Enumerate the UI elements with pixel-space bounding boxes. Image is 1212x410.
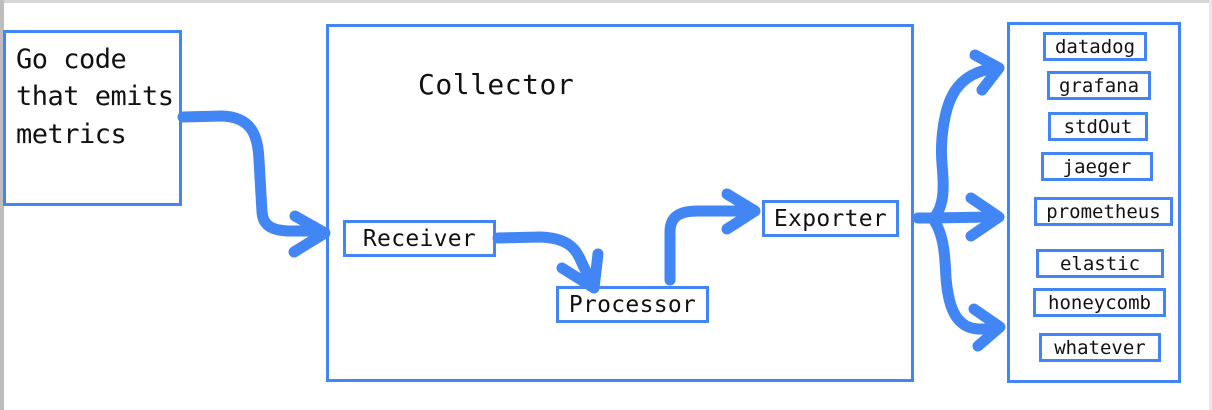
backend-box[interactable]: whatever	[1039, 333, 1161, 362]
arrow-source-to-receiver-head	[288, 210, 331, 258]
backend-label: honeycomb	[1048, 291, 1151, 314]
backend-label: elastic	[1059, 252, 1141, 275]
arrow-fanout-mid-head	[965, 192, 1005, 242]
source-line-3: metrics	[16, 118, 127, 150]
go-code-source-box: Go code that emits metrics	[3, 30, 182, 206]
backend-label: grafana	[1058, 74, 1140, 97]
arrow-source-to-receiver	[177, 110, 324, 237]
backend-box[interactable]: stdOut	[1048, 112, 1148, 141]
processor-label: Processor	[568, 291, 697, 318]
exporter-box[interactable]: Exporter	[762, 200, 899, 237]
backend-label: prometheus	[1046, 200, 1161, 223]
source-line-2: that emits	[16, 81, 174, 113]
receiver-label: Receiver	[362, 225, 477, 252]
backend-label: datadog	[1054, 35, 1136, 58]
processor-box[interactable]: Processor	[556, 286, 709, 323]
backend-label: jaeger	[1062, 155, 1132, 178]
arrow-fanout-mid	[927, 211, 996, 224]
backend-box[interactable]: elastic	[1036, 249, 1164, 278]
backend-box[interactable]: prometheus	[1034, 197, 1173, 226]
backend-box[interactable]: grafana	[1047, 71, 1151, 100]
arrow-fanout-up	[927, 63, 996, 225]
backend-label: stdOut	[1063, 115, 1133, 138]
arrow-fanout-down-head	[968, 303, 1006, 352]
canvas-left-gutter	[0, 0, 4, 410]
backend-box[interactable]: jaeger	[1041, 152, 1153, 181]
collector-title: Collector	[418, 68, 575, 101]
exporter-label: Exporter	[773, 205, 888, 232]
arrow-fanout-down	[927, 213, 998, 335]
source-line-1: Go code	[16, 44, 127, 75]
backend-label: whatever	[1054, 336, 1146, 359]
backend-box[interactable]: honeycomb	[1033, 288, 1166, 317]
arrow-fanout-up-head	[969, 49, 1005, 96]
backend-box[interactable]: datadog	[1043, 32, 1147, 61]
canvas-right-gutter	[1209, 0, 1212, 410]
receiver-box[interactable]: Receiver	[343, 220, 496, 257]
canvas-top-gutter	[0, 0, 1212, 3]
